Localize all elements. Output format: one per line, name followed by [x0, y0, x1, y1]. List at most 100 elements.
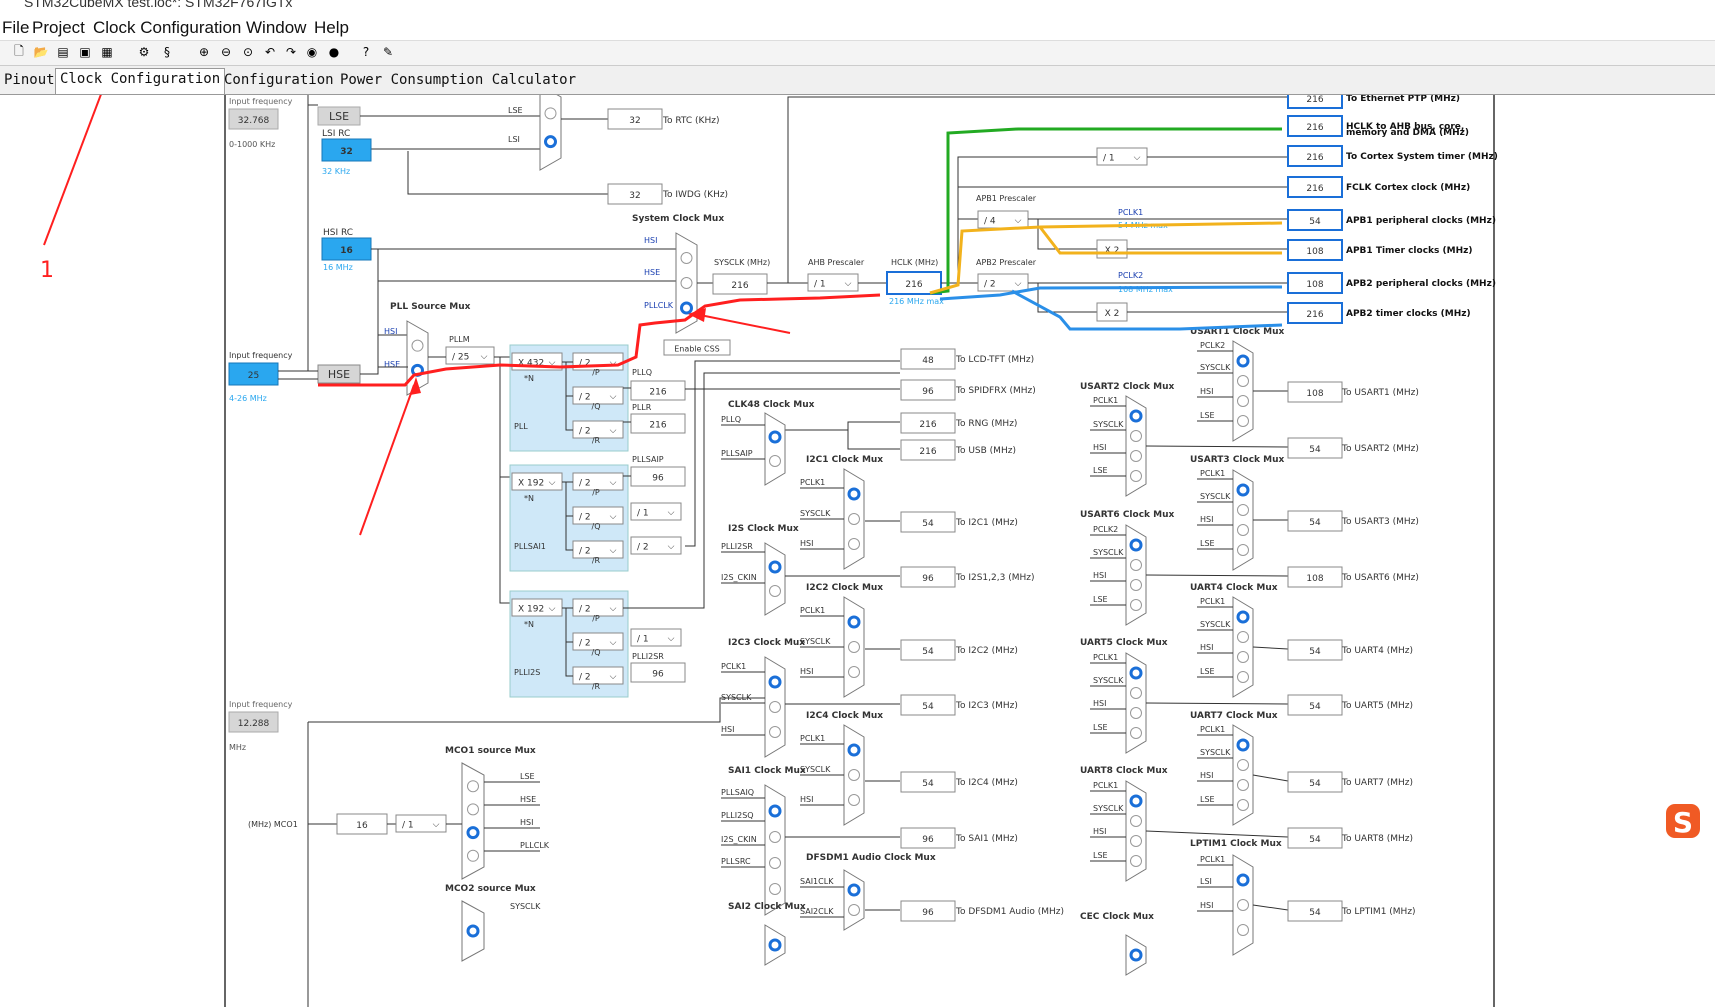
- mid-mux-7-radio-1[interactable]: [848, 904, 860, 916]
- i2s-ext-input-frequency-frame[interactable]: [228, 711, 279, 733]
- rtc-mux-radio-1[interactable]: [544, 135, 557, 149]
- output-value-5-frame[interactable]: [1287, 239, 1343, 261]
- system-clock-mux-radio-1[interactable]: [680, 277, 693, 289]
- mid-output-value-8[interactable]: 54: [922, 779, 934, 789]
- mid-mux-5-radio-0[interactable]: [847, 743, 861, 757]
- pllm-dropdown[interactable]: / 25: [452, 353, 469, 363]
- rtc-value-frame[interactable]: [607, 108, 663, 130]
- right-mux-7-radio-0[interactable]: [1129, 794, 1143, 808]
- right-output-value-3-frame[interactable]: [1287, 566, 1343, 588]
- mid-output-value-8-frame[interactable]: [900, 771, 956, 793]
- plli2s-r-dropdown[interactable]: / 2: [579, 673, 591, 683]
- plli2s-p-dropdown[interactable]: / 2: [579, 605, 591, 615]
- apb2-prescaler-dropdown[interactable]: / 2: [984, 280, 996, 290]
- mid-mux-0-radio-0[interactable]: [768, 430, 782, 444]
- mid-output-value-0-frame[interactable]: [900, 348, 956, 370]
- right-mux-7-radio-3[interactable]: [1130, 855, 1142, 867]
- mid-output-value-3-frame[interactable]: [900, 439, 956, 461]
- right-mux-5-radio-3[interactable]: [1130, 727, 1142, 739]
- mid-mux-3-radio-2[interactable]: [848, 666, 860, 678]
- right-output-value-8[interactable]: 54: [1309, 908, 1321, 918]
- output-value-1-frame[interactable]: [1287, 115, 1343, 137]
- mid-mux-2-radio-0[interactable]: [768, 560, 782, 574]
- right-output-value-5[interactable]: 54: [1309, 702, 1321, 712]
- pllsai1-r-dropdown[interactable]: / 2: [579, 547, 591, 557]
- right-output-value-2-frame[interactable]: [1287, 510, 1343, 532]
- iwdg-value[interactable]: 32: [629, 191, 640, 201]
- right-mux-8-radio-2[interactable]: [1237, 924, 1249, 936]
- output-value-3-frame[interactable]: [1287, 176, 1343, 198]
- right-mux-5-radio-2[interactable]: [1130, 707, 1142, 719]
- hse-input-frequency-frame[interactable]: [228, 362, 279, 386]
- system-clock-mux-radio-0[interactable]: [680, 252, 693, 264]
- right-mux-3-radio-3[interactable]: [1130, 599, 1142, 611]
- right-mux-8-radio-1[interactable]: [1237, 899, 1249, 911]
- output-value-3[interactable]: 216: [1306, 184, 1323, 194]
- tab-power-consumption-calculator[interactable]: Power Consumption Calculator: [340, 72, 577, 88]
- mid-mux-1-radio-0[interactable]: [847, 487, 861, 501]
- right-mux-6-radio-3[interactable]: [1237, 799, 1249, 811]
- right-mux-4-radio-0[interactable]: [1236, 610, 1250, 624]
- hclk-value[interactable]: 216: [905, 280, 922, 290]
- plli2sr-value[interactable]: 96: [652, 670, 664, 680]
- right-mux-0-radio-2[interactable]: [1237, 395, 1249, 407]
- mid-mux-6-radio-3[interactable]: [769, 883, 781, 895]
- pllsai1-q-div2-dropdown[interactable]: / 1: [637, 509, 649, 519]
- mid-mux-2-radio-1[interactable]: [769, 585, 781, 597]
- mid-mux-1-radio-1[interactable]: [848, 513, 860, 525]
- right-output-value-6-frame[interactable]: [1287, 771, 1343, 793]
- pllq-value-frame[interactable]: [630, 380, 686, 401]
- mid-mux-6-radio-1[interactable]: [769, 831, 781, 843]
- mid-output-value-10[interactable]: 96: [922, 908, 934, 918]
- right-mux-4-radio-3[interactable]: [1237, 671, 1249, 683]
- output-value-1[interactable]: 216: [1306, 123, 1323, 133]
- right-output-value-0[interactable]: 108: [1306, 389, 1323, 399]
- tab-configuration[interactable]: Configuration: [224, 72, 334, 88]
- right-output-value-4[interactable]: 54: [1309, 647, 1321, 657]
- mid-mux-4-radio-1[interactable]: [769, 701, 781, 713]
- recent-files-icon[interactable]: ▤: [57, 45, 69, 59]
- mco1-mux-radio-3[interactable]: [467, 849, 479, 862]
- right-mux-0-radio-0[interactable]: [1236, 354, 1250, 368]
- right-mux-1-radio-3[interactable]: [1130, 470, 1142, 482]
- mid-mux-6-radio-0[interactable]: [768, 804, 782, 818]
- lse-input-frequency-frame[interactable]: [228, 108, 279, 130]
- right-mux-0-radio-1[interactable]: [1237, 375, 1249, 387]
- output-value-2-frame[interactable]: [1287, 145, 1343, 167]
- generate-code-icon[interactable]: ⚙: [138, 45, 150, 59]
- menu-project[interactable]: Project: [32, 18, 85, 37]
- rtc-value[interactable]: 32: [629, 116, 640, 126]
- plli2s-n-dropdown[interactable]: X 192: [518, 605, 544, 615]
- mid-output-value-5-frame[interactable]: [900, 566, 956, 588]
- output-value-4[interactable]: 54: [1309, 217, 1321, 227]
- sysclk-value[interactable]: 216: [731, 281, 748, 291]
- pllsai1-r-div2-dropdown[interactable]: / 2: [637, 543, 649, 553]
- system-clock-mux-radio-2[interactable]: [680, 301, 693, 315]
- zoom-fit-icon[interactable]: ⊙: [242, 45, 254, 59]
- right-mux-2-radio-3[interactable]: [1237, 544, 1249, 556]
- mid-output-value-10-frame[interactable]: [900, 900, 956, 922]
- mid-mux-4-radio-0[interactable]: [768, 675, 782, 689]
- right-mux-6-radio-0[interactable]: [1236, 738, 1250, 752]
- right-mux-2-radio-1[interactable]: [1237, 504, 1249, 516]
- enable-css-button[interactable]: Enable CSS: [674, 345, 720, 354]
- hse-input-frequency[interactable]: 25: [248, 371, 259, 381]
- right-mux-0-radio-3[interactable]: [1237, 415, 1249, 427]
- mid-output-value-6[interactable]: 54: [922, 647, 934, 657]
- menu-clock-configuration[interactable]: Clock Configuration: [93, 18, 242, 37]
- mid-mux-3-radio-0[interactable]: [847, 615, 861, 629]
- mid-output-value-7-frame[interactable]: [900, 694, 956, 716]
- mco1-mux-radio-2[interactable]: [466, 826, 480, 840]
- mid-output-value-5[interactable]: 96: [922, 574, 934, 584]
- right-mux-9-radio-0[interactable]: [1129, 948, 1143, 962]
- mid-mux-4-radio-2[interactable]: [769, 726, 781, 738]
- mco1-div-dropdown[interactable]: / 1: [402, 821, 414, 831]
- pll-main-n-dropdown[interactable]: X 432: [518, 359, 544, 369]
- right-mux-4-radio-2[interactable]: [1237, 651, 1249, 663]
- rtc-mux-radio-0[interactable]: [544, 107, 557, 120]
- mid-mux-0-radio-1[interactable]: [769, 455, 781, 467]
- mid-output-value-0[interactable]: 48: [922, 356, 934, 366]
- output-value-7-frame[interactable]: [1287, 302, 1343, 324]
- right-mux-3-radio-2[interactable]: [1130, 579, 1142, 591]
- right-output-value-7[interactable]: 54: [1309, 835, 1321, 845]
